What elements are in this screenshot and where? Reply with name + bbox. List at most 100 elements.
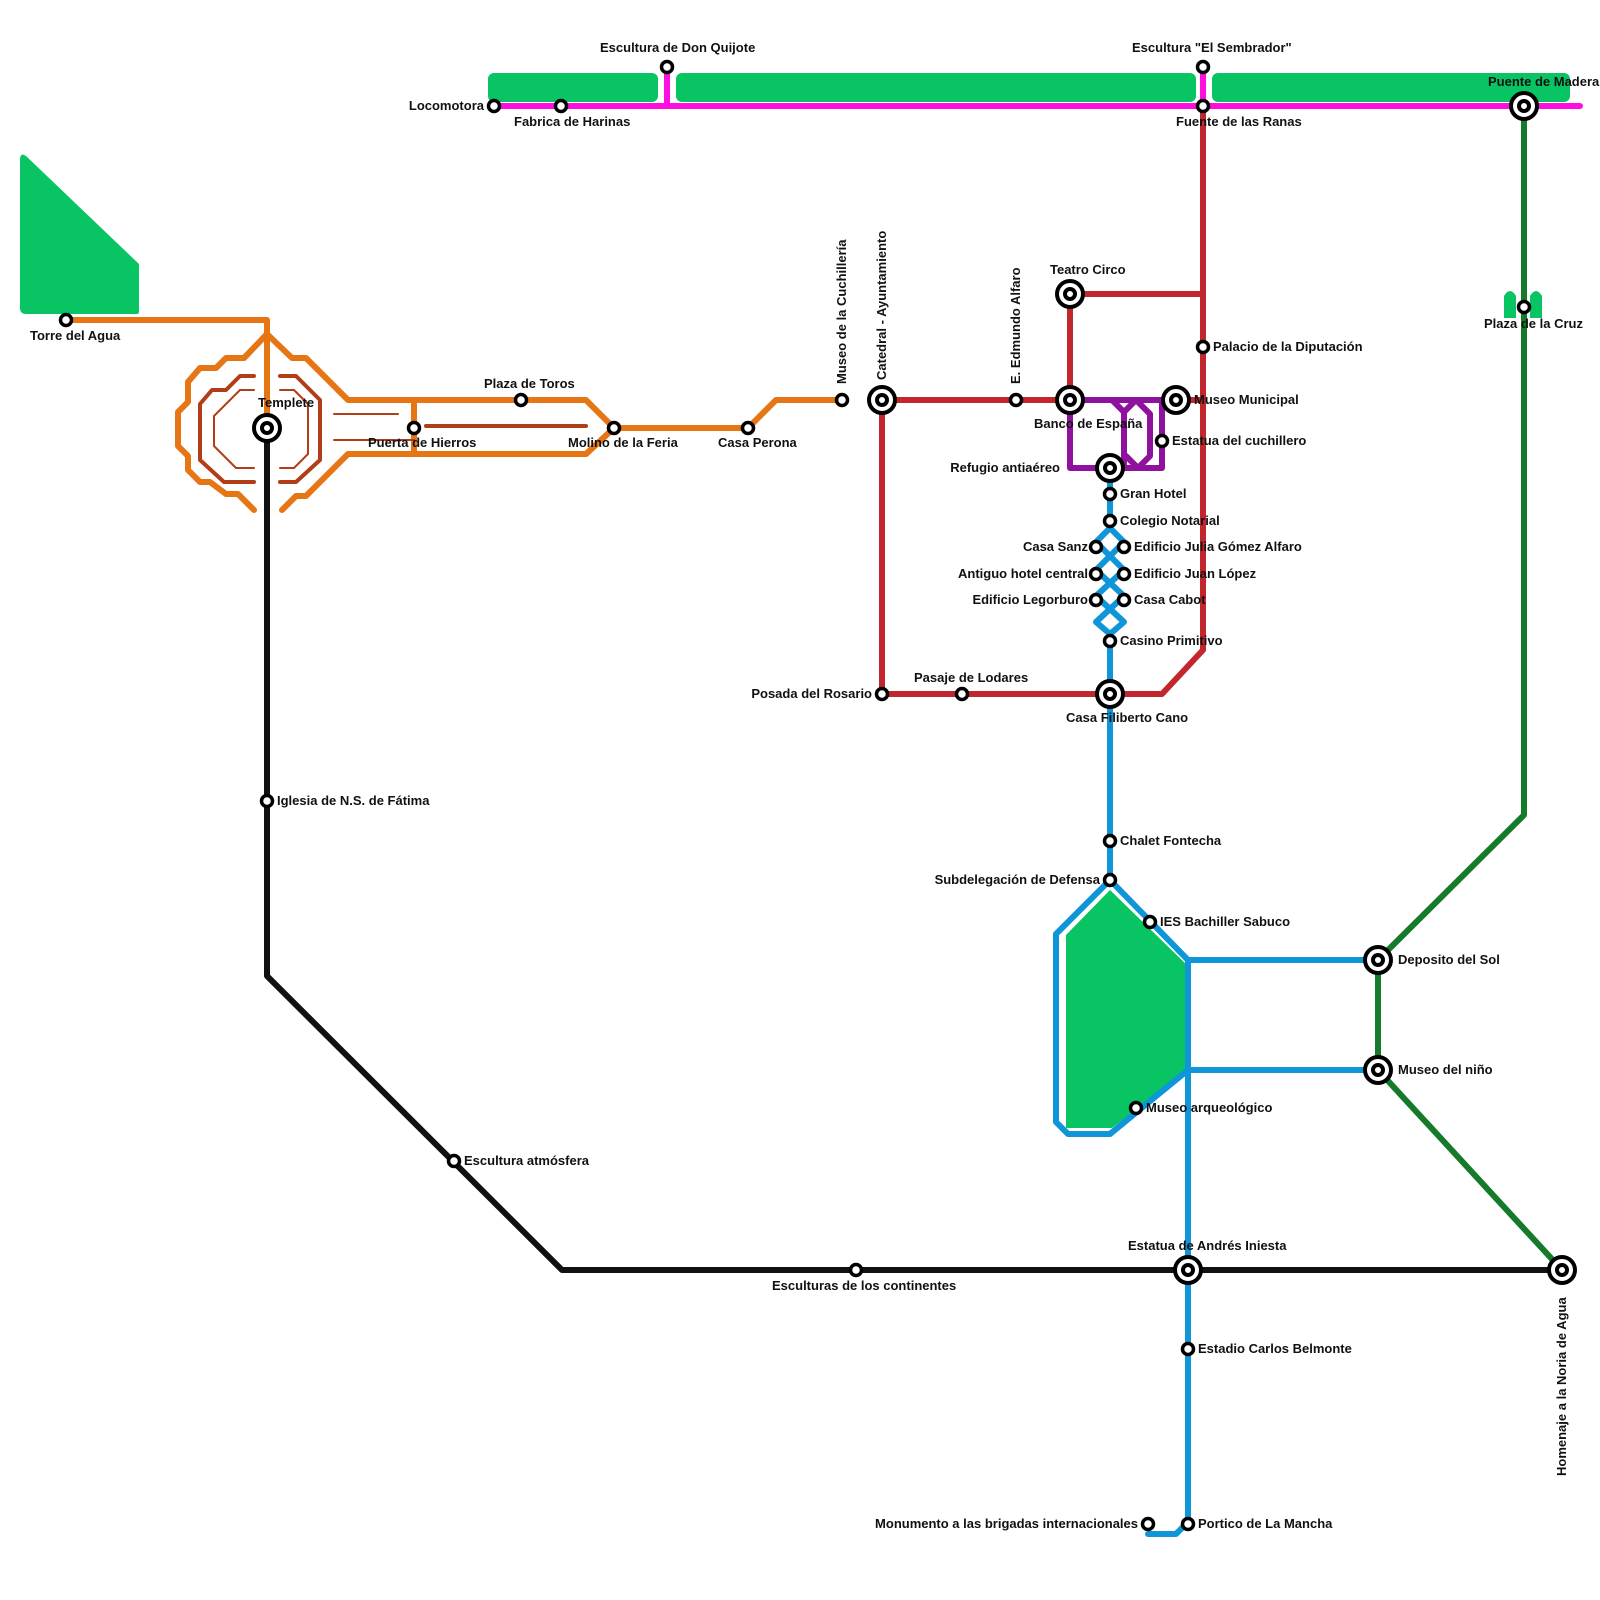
station[interactable]: Casa Perona (718, 420, 798, 451)
station-marker[interactable] (659, 59, 675, 75)
station-marker[interactable] (1088, 592, 1104, 608)
station-marker[interactable] (446, 1153, 462, 1169)
station-label: Monumento a las brigadas internacionales (875, 1516, 1138, 1531)
station[interactable]: Estatua de Andrés Iniesta (1128, 1238, 1287, 1285)
station[interactable]: Escultura de Don Quijote (600, 40, 755, 75)
station[interactable]: Plaza de Toros (484, 376, 575, 408)
station-marker[interactable] (1195, 98, 1211, 114)
station[interactable]: Locomotora (409, 98, 502, 114)
station-label: Escultura atmósfera (464, 1153, 590, 1168)
station[interactable]: Museo del niño (1363, 1055, 1493, 1085)
station-label: Portico de La Mancha (1198, 1516, 1333, 1531)
station-label: Molino de la Feria (568, 435, 679, 450)
station-label: Templete (258, 395, 314, 410)
line-green (1375, 103, 1565, 1273)
station[interactable]: Iglesia de N.S. de Fátima (259, 793, 431, 809)
station-marker[interactable] (1516, 299, 1532, 315)
station-marker[interactable] (1195, 339, 1211, 355)
station-marker[interactable] (1195, 59, 1211, 75)
station-marker[interactable] (954, 686, 970, 702)
station-marker[interactable] (1116, 539, 1132, 555)
station[interactable]: Casino Primitivo (1102, 633, 1223, 649)
station-marker[interactable] (513, 392, 529, 408)
station-marker[interactable] (406, 420, 422, 436)
station-marker[interactable] (1102, 513, 1118, 529)
station[interactable]: Refugio antiaéreo (950, 453, 1125, 483)
station-marker[interactable] (1102, 486, 1118, 502)
station-marker[interactable] (1088, 539, 1104, 555)
station[interactable]: Banco de España (1034, 385, 1143, 431)
station[interactable]: Palacio de la Diputación (1195, 339, 1363, 355)
station[interactable]: Teatro Circo (1050, 262, 1126, 309)
station-label: E. Edmundo Alfaro (1008, 267, 1023, 384)
station-marker[interactable] (553, 98, 569, 114)
station-marker[interactable] (58, 312, 74, 328)
station[interactable]: Pasaje de Lodares (914, 670, 1028, 702)
station-marker[interactable] (1140, 1516, 1156, 1532)
station[interactable]: Molino de la Feria (568, 420, 679, 451)
station[interactable]: Fuente de las Ranas (1176, 98, 1302, 130)
station[interactable]: Torre del Agua (30, 312, 121, 344)
station-marker[interactable] (1142, 914, 1158, 930)
station-marker[interactable] (1102, 833, 1118, 849)
station[interactable]: Templete (252, 395, 314, 443)
station[interactable]: Deposito del Sol (1363, 945, 1500, 975)
station-marker[interactable] (1102, 633, 1118, 649)
station-marker[interactable] (834, 392, 850, 408)
station[interactable]: Casa Sanz (1023, 539, 1104, 555)
station-label: Homenaje a la Noria de Agua (1554, 1297, 1569, 1476)
station-label: Museo arqueológico (1146, 1100, 1272, 1115)
station-marker[interactable] (486, 98, 502, 114)
station[interactable]: Casa Filiberto Cano (1066, 679, 1188, 725)
station[interactable]: Subdelegación de Defensa (935, 872, 1118, 888)
station-marker[interactable] (1154, 433, 1170, 449)
interchange-marker-inner (1371, 1063, 1385, 1077)
station-label: Deposito del Sol (1398, 952, 1500, 967)
station[interactable]: Escultura atmósfera (446, 1153, 590, 1169)
station[interactable]: Antiguo hotel central (958, 566, 1104, 582)
station-marker[interactable] (1102, 872, 1118, 888)
station-marker[interactable] (848, 1262, 864, 1278)
station[interactable]: Edificio Legorburo (972, 592, 1104, 608)
station[interactable]: IES Bachiller Sabuco (1142, 914, 1291, 930)
station-label: Chalet Fontecha (1120, 833, 1222, 848)
station[interactable]: Museo de la Cuchillería (834, 239, 850, 408)
station[interactable]: Edificio Juan López (1116, 566, 1257, 582)
station-marker[interactable] (1008, 392, 1024, 408)
station-marker[interactable] (259, 793, 275, 809)
station-marker[interactable] (1180, 1341, 1196, 1357)
station[interactable]: Gran Hotel (1102, 486, 1187, 502)
station[interactable]: Homenaje a la Noria de Agua (1547, 1255, 1577, 1476)
station-marker[interactable] (1128, 1100, 1144, 1116)
station[interactable]: Museo arqueológico (1128, 1100, 1273, 1116)
station-label: Casa Filiberto Cano (1066, 710, 1188, 725)
station[interactable]: Edificio Julia Gómez Alfaro (1116, 539, 1302, 555)
station[interactable]: Estadio Carlos Belmonte (1180, 1341, 1352, 1357)
station[interactable]: Puerta de Hierros (368, 420, 476, 451)
station-marker[interactable] (1116, 566, 1132, 582)
station-marker[interactable] (1088, 566, 1104, 582)
line-purple-loop2 (1121, 397, 1153, 471)
station-marker[interactable] (1116, 592, 1132, 608)
station[interactable]: Colegio Notarial (1102, 513, 1220, 529)
station[interactable]: Posada del Rosario (751, 686, 890, 702)
station-marker[interactable] (874, 686, 890, 702)
station[interactable]: Fabrica de Harinas (514, 98, 630, 130)
station[interactable]: Plaza de la Cruz (1484, 299, 1583, 332)
station[interactable]: Escultura "El Sembrador" (1132, 40, 1292, 75)
station[interactable]: Portico de La Mancha (1180, 1516, 1334, 1532)
station[interactable]: Museo Municipal (1161, 385, 1299, 415)
station[interactable]: Chalet Fontecha (1102, 833, 1222, 849)
station[interactable]: Casa Cabot (1116, 592, 1207, 608)
station-marker[interactable] (740, 420, 756, 436)
station[interactable]: Monumento a las brigadas internacionales (875, 1516, 1156, 1532)
station[interactable]: Puente de Madera (1488, 74, 1600, 121)
station[interactable]: Catedral - Ayuntamiento (867, 231, 897, 415)
stations: Locomotora Fabrica de Harinas Escultura de… (30, 40, 1600, 1532)
station-marker[interactable] (606, 420, 622, 436)
station-marker[interactable] (1180, 1516, 1196, 1532)
station[interactable]: Esculturas de los continentes (772, 1262, 956, 1294)
station-label: Gran Hotel (1120, 486, 1186, 501)
station[interactable]: E. Edmundo Alfaro (1008, 267, 1024, 408)
station[interactable]: Estatua del cuchillero (1154, 433, 1307, 449)
